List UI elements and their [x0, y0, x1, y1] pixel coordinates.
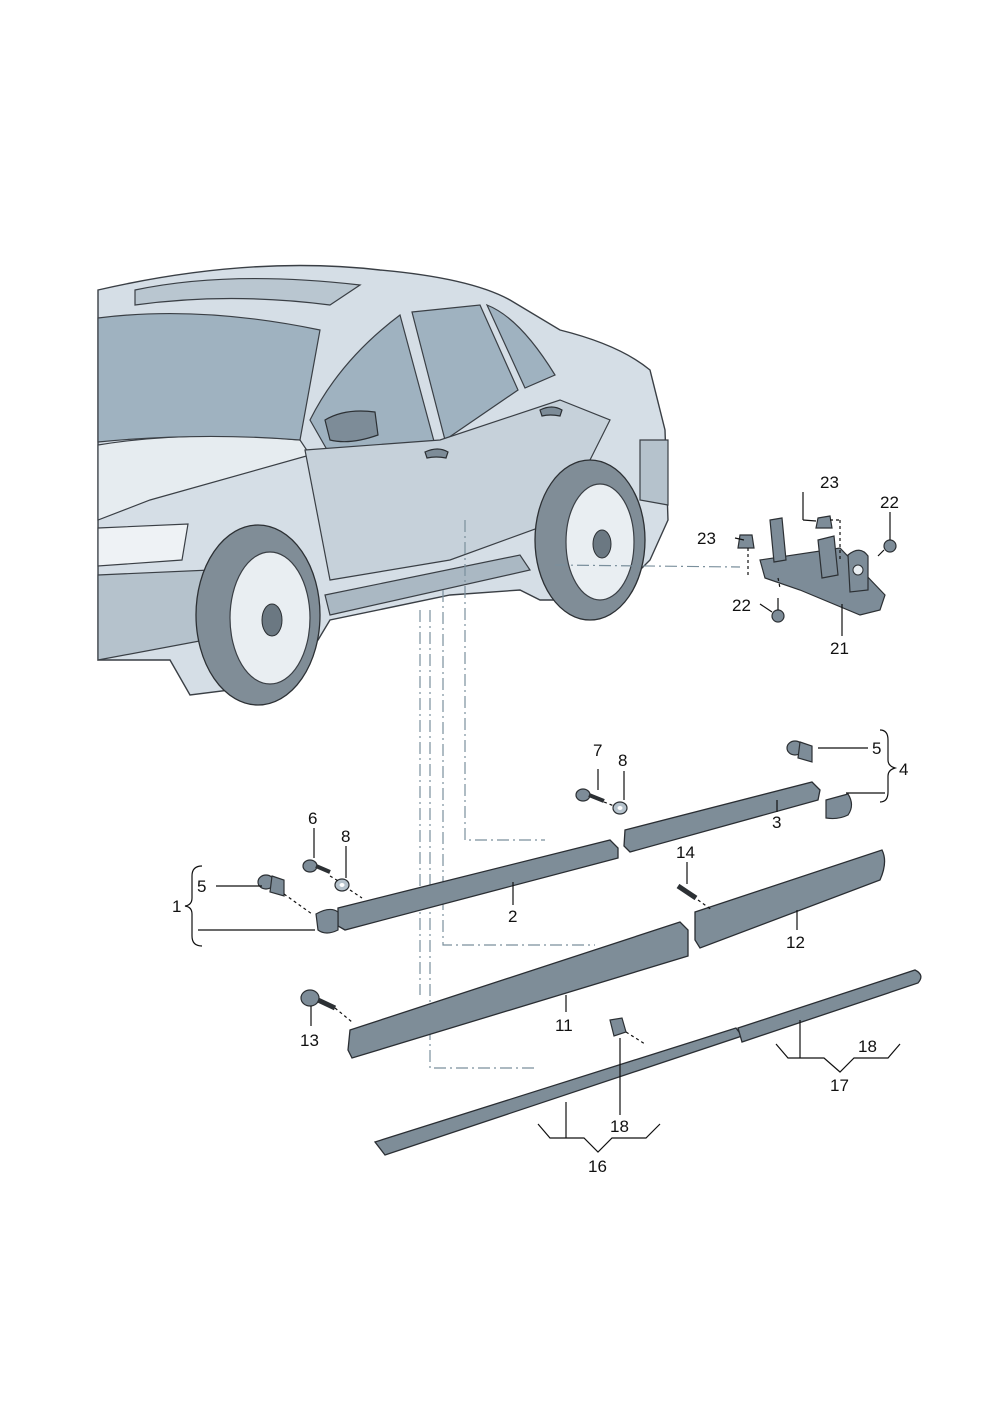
callout-5-right: 5: [872, 739, 881, 758]
callout-23-left: 23: [697, 529, 716, 548]
callout-12: 12: [786, 933, 805, 952]
callout-11: 11: [555, 1016, 573, 1035]
bolt-part-13: [300, 989, 337, 1011]
callout-6: 6: [308, 809, 317, 828]
callout-18-bottom: 18: [610, 1117, 629, 1136]
callout-23-top: 23: [820, 473, 839, 492]
screw-part-6: [302, 859, 331, 874]
callout-16: 16: [588, 1157, 607, 1176]
clip-part-23-left: [737, 534, 755, 549]
callout-4: 4: [899, 760, 908, 779]
sill-trim-part-17: [737, 969, 922, 1043]
callout-2: 2: [508, 907, 517, 926]
end-cap-part-4: [825, 793, 853, 820]
callout-labels: 1 5 6 8 2 7 8 3 5 4 14 12 11 13 18 16 18…: [172, 473, 908, 1176]
callout-22-bottom: 22: [732, 596, 751, 615]
protective-strip-part-12: [694, 849, 886, 949]
car-illustration: [97, 264, 669, 706]
protective-strip-part-11: [347, 921, 689, 1059]
callout-1: 1: [172, 897, 181, 916]
trim-strip-part-2: [337, 839, 619, 931]
clip-part-18: [609, 1017, 627, 1037]
reference-lines: [419, 520, 741, 1069]
leader-lines: [184, 492, 901, 1153]
bracket-part-21: [759, 517, 886, 616]
callout-22-top: 22: [880, 493, 899, 512]
callout-8-left: 8: [341, 827, 350, 846]
callout-8-right: 8: [618, 751, 627, 770]
sill-trim-part-16: [373, 1027, 744, 1156]
end-cap-part-1: [315, 908, 339, 934]
trim-strip-part-3: [623, 781, 821, 853]
callout-5-left: 5: [197, 877, 206, 896]
stud-part-14: [676, 883, 698, 901]
clip-part-23-right: [815, 515, 833, 529]
callout-17: 17: [830, 1076, 849, 1095]
callout-13: 13: [300, 1031, 319, 1050]
screw-part-22-bottom: [771, 598, 785, 623]
screw-part-7: [575, 788, 605, 803]
callout-21: 21: [830, 639, 849, 658]
callout-18-right: 18: [858, 1037, 877, 1056]
callout-7: 7: [593, 741, 602, 760]
screw-part-22-top: [877, 539, 897, 557]
clip-part-5-right: [786, 740, 813, 763]
callout-3: 3: [772, 813, 781, 832]
washer-part-8-left: [334, 878, 350, 892]
callout-14: 14: [676, 843, 695, 862]
washer-part-8-right: [612, 801, 628, 815]
